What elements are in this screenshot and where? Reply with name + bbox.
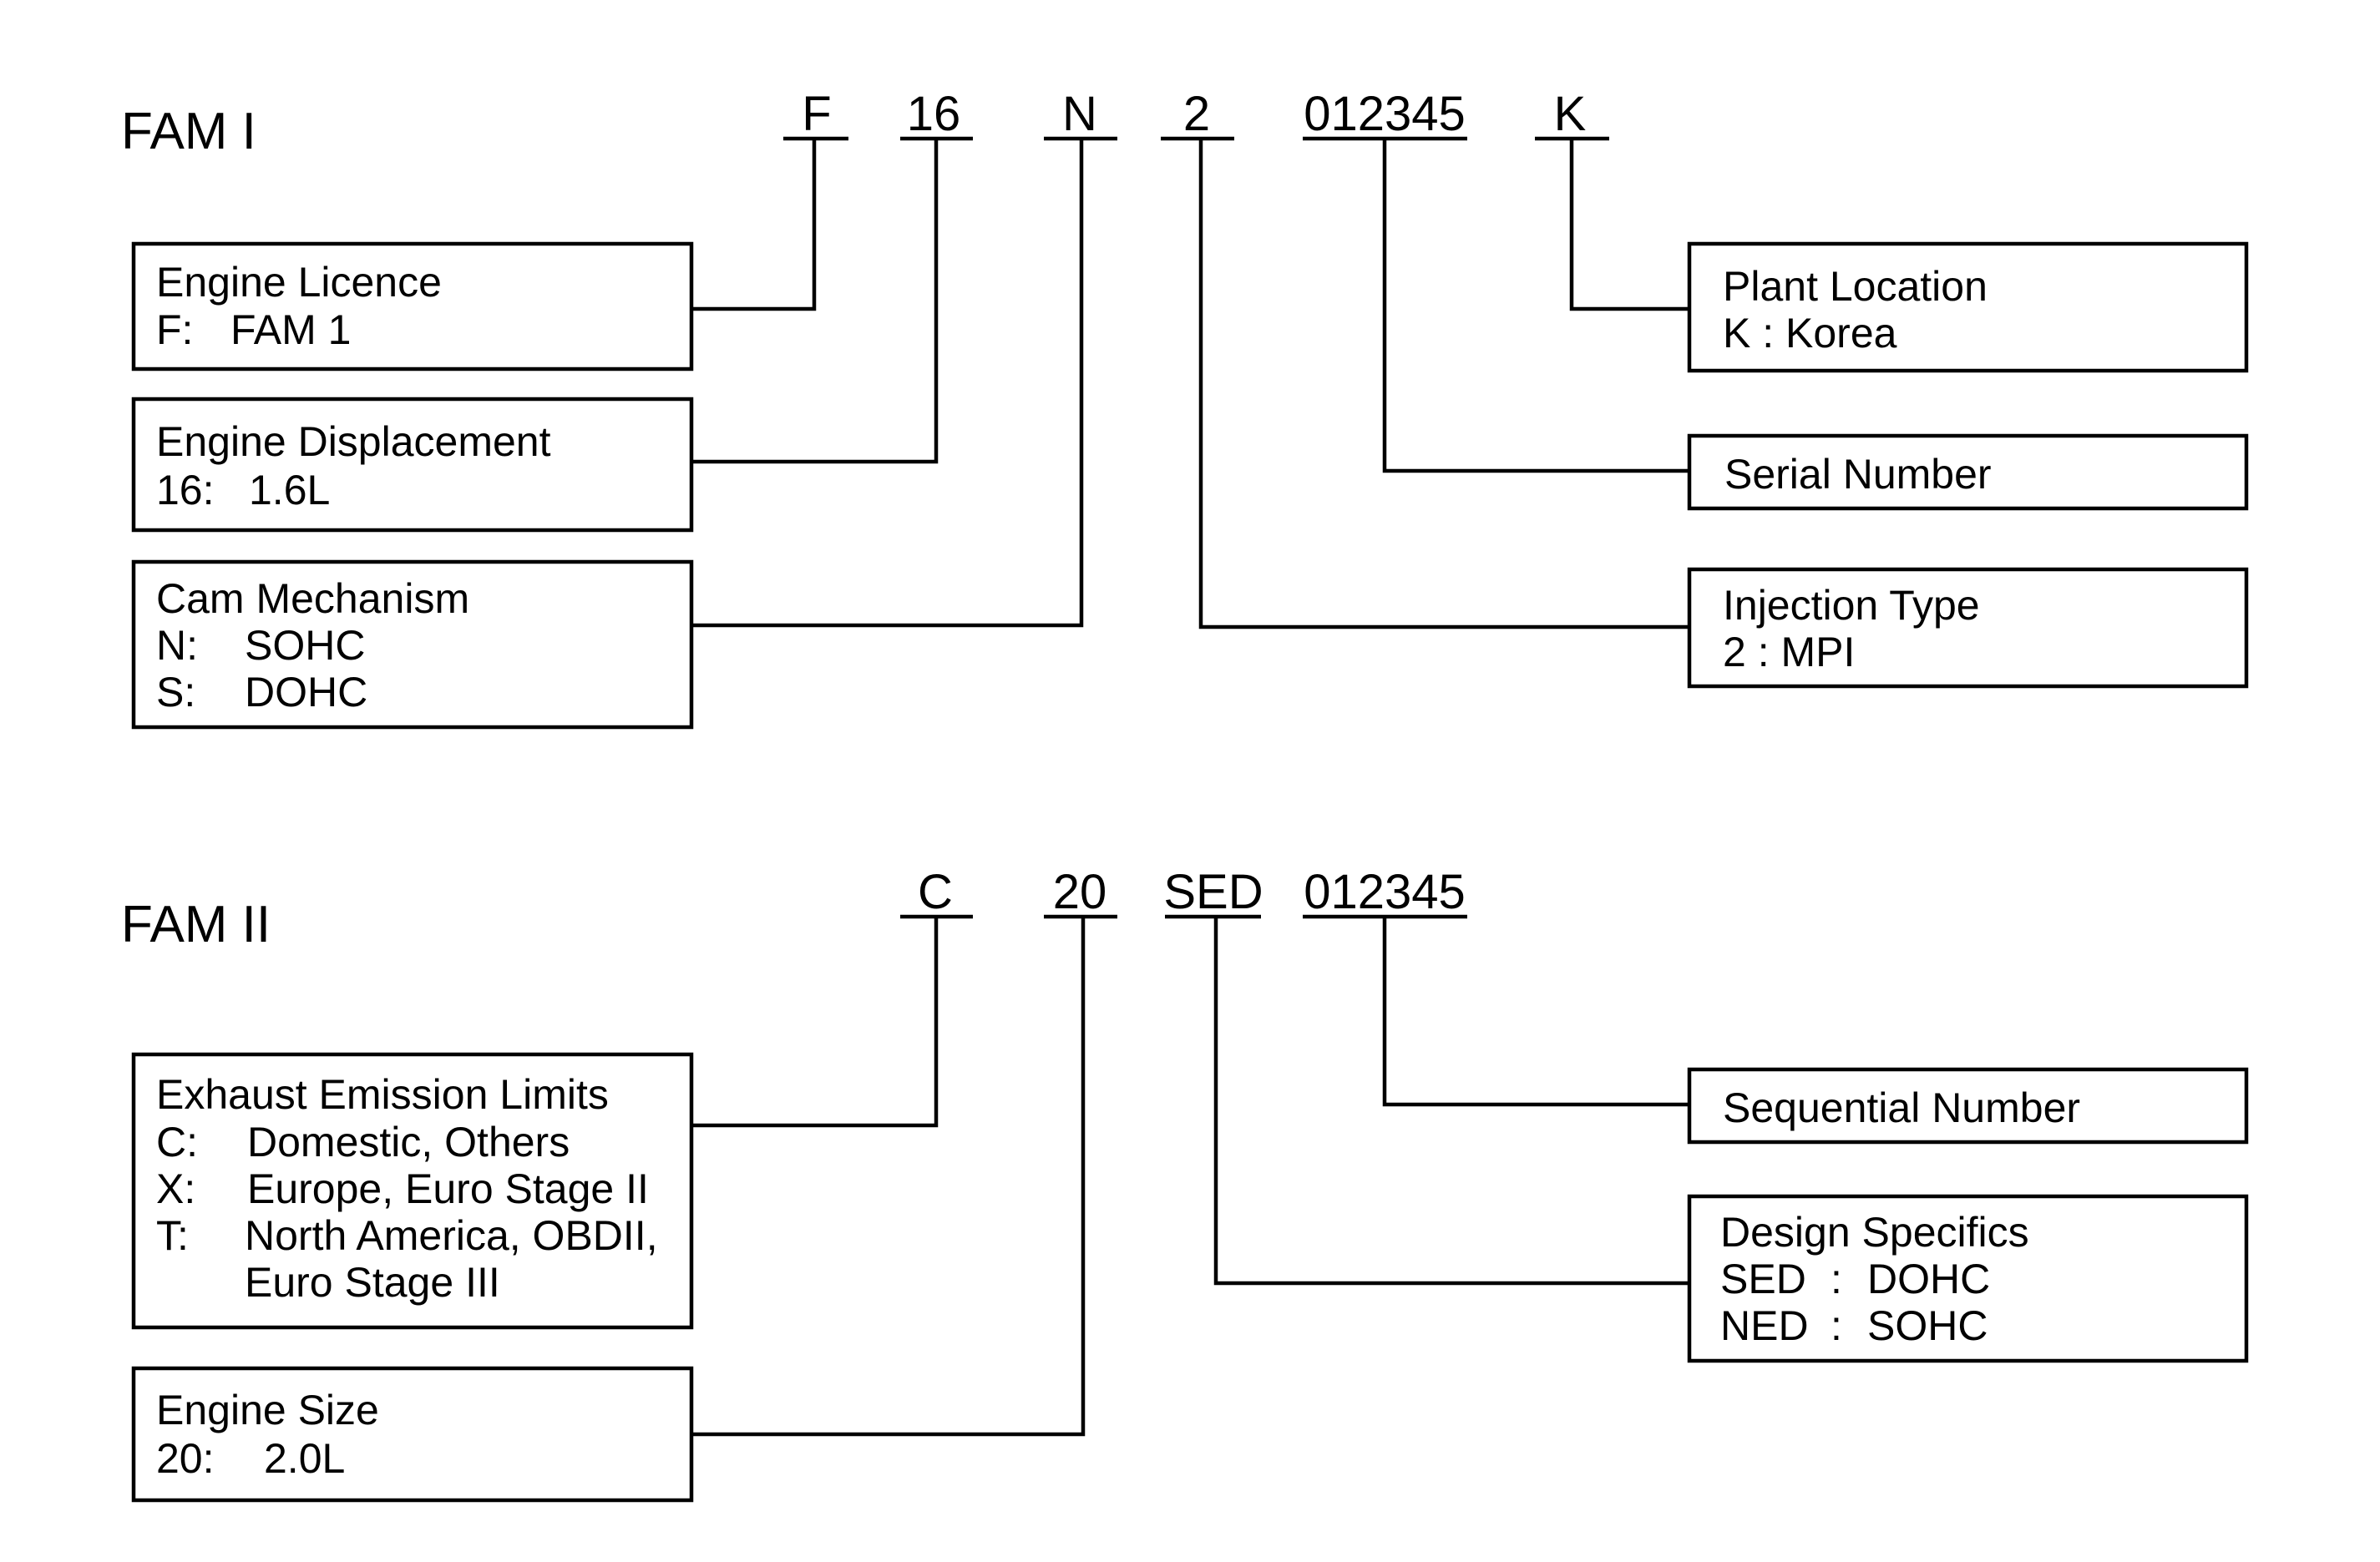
fam1-code-injection: 2 [1183, 87, 1210, 141]
fam2-code-sequential: 012345 [1304, 865, 1466, 919]
box-title: Injection Type [1723, 582, 1980, 629]
box-value: Domestic, Others [247, 1119, 570, 1165]
box-title: Engine Size [156, 1387, 379, 1433]
box-value: Euro Stage III [245, 1259, 500, 1306]
injection-type-box: Injection Type 2 : MPI [1687, 567, 2249, 689]
plant-location-box: Plant Location K : Korea [1687, 241, 2249, 373]
box-key: N: [156, 622, 198, 669]
box-title: Exhaust Emission Limits [156, 1071, 609, 1118]
fam2-code-size: 20 [1053, 865, 1107, 919]
box-value: K : Korea [1723, 310, 1897, 356]
box-title: Plant Location [1723, 263, 1988, 310]
box-value: 1.6L [249, 467, 330, 513]
box-title: Design Specifics [1720, 1209, 2029, 1256]
box-key: SED [1720, 1256, 1806, 1302]
engine-licence-box: Engine Licence F: FAM 1 [131, 241, 694, 372]
box-separator: : [1831, 1256, 1842, 1302]
box-value: FAM 1 [230, 306, 351, 353]
box-key: C: [156, 1119, 198, 1165]
box-key: S: [156, 669, 195, 715]
design-specifics-box: Design Specifics SED : DOHC NED : SOHC [1687, 1194, 2249, 1363]
fam1-code-displacement: 16 [907, 87, 961, 141]
connector-size [691, 917, 1086, 1437]
box-key: X: [156, 1165, 195, 1212]
engine-displacement-box: Engine Displacement 16: 1.6L [131, 397, 694, 533]
box-title: Cam Mechanism [156, 575, 469, 622]
box-value: 2 : MPI [1723, 629, 1855, 675]
fam1-code-cam: N [1062, 87, 1097, 141]
fam1-connectors [691, 139, 1689, 629]
fam2-code-design: SED [1163, 865, 1263, 919]
connector-emission [691, 917, 939, 1128]
sequential-number-box: Sequential Number [1687, 1067, 2249, 1145]
box-value: DOHC [245, 669, 367, 715]
fam1-code-serial: 012345 [1304, 87, 1466, 141]
connector-serial [1382, 139, 1689, 473]
fam2-connectors [691, 917, 1689, 1437]
box-value: North America, OBDII, [245, 1212, 658, 1259]
box-key: T: [156, 1212, 189, 1259]
box-value: 2.0L [264, 1435, 345, 1482]
connector-cam [691, 139, 1084, 628]
connector-sequential [1382, 917, 1689, 1107]
box-value: Europe, Euro Stage II [247, 1165, 649, 1212]
fam1-title: FAM I [121, 103, 256, 160]
box-key: F: [156, 306, 193, 353]
exhaust-emission-box: Exhaust Emission Limits C: Domestic, Oth… [131, 1052, 694, 1330]
fam2-code: C 20 SED 012345 [918, 865, 1466, 919]
fam2-code-emission: C [918, 865, 953, 919]
connector-licence [691, 139, 817, 311]
connector-plant [1569, 139, 1689, 311]
engine-size-box: Engine Size 20: 2.0L [131, 1366, 694, 1503]
connector-injection [1198, 139, 1689, 629]
box-title: Engine Licence [156, 259, 442, 306]
serial-number-box: Serial Number [1687, 433, 2249, 511]
box-key: 20: [156, 1435, 215, 1482]
connector-design [1213, 917, 1689, 1286]
fam1-code: F 16 N 2 012345 K [802, 87, 1586, 141]
cam-mechanism-box: Cam Mechanism N: SOHC S: DOHC [131, 559, 694, 730]
box-title: Serial Number [1724, 451, 1992, 498]
box-value: SOHC [245, 622, 365, 669]
fam1-code-licence: F [802, 87, 831, 141]
box-value: SOHC [1867, 1302, 1988, 1349]
fam2-title: FAM II [121, 896, 271, 953]
box-key: 16: [156, 467, 215, 513]
fam1-code-plant: K [1554, 87, 1587, 141]
box-value: DOHC [1867, 1256, 1990, 1302]
box-key: NED [1720, 1302, 1809, 1349]
box-title: Sequential Number [1723, 1084, 2080, 1131]
box-separator: : [1831, 1302, 1842, 1349]
connector-displacement [691, 139, 939, 464]
box-title: Engine Displacement [156, 418, 551, 465]
